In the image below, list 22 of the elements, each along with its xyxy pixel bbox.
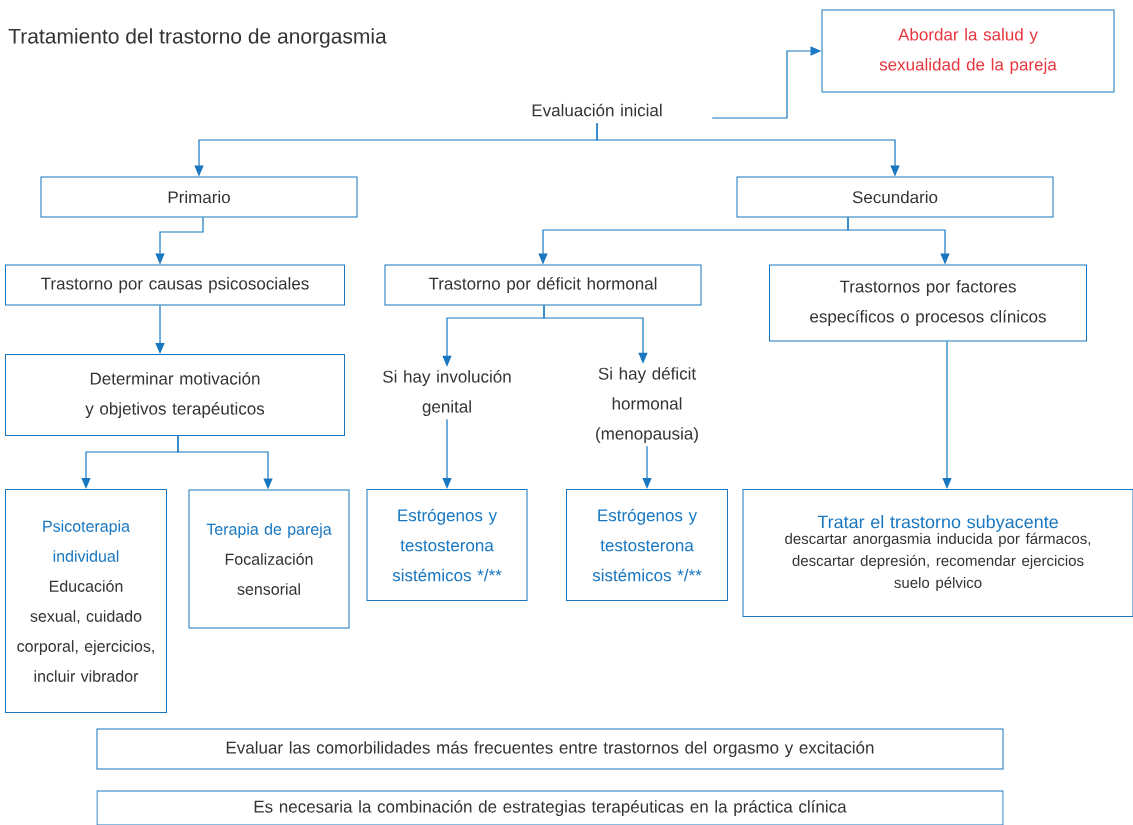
arrow bbox=[442, 418, 452, 489]
arrow bbox=[155, 304, 165, 354]
arrow bbox=[942, 340, 952, 489]
process-box: Determinar motivación y objetivos terapéuticos bbox=[5, 354, 345, 436]
process-box: Estrógenos y testosterona sistémicos */** bbox=[566, 489, 728, 601]
process-box: Secundario bbox=[736, 176, 1054, 218]
process-box: Estrógenos y testosterona sistémicos */** bbox=[366, 489, 528, 601]
flow-text: Si hay déficit hormonal (menopausia) bbox=[596, 367, 698, 444]
title: Tratamiento del trastorno de anorgasmia bbox=[8, 28, 387, 48]
process-box: Terapia de pareja Focalización sensorial bbox=[188, 489, 350, 629]
process-box: Tratar el trastorno subyacente descartar anorgasmia inducida por fármacos, descartar depresión, recomendar ejercicios suelo pélvico bbox=[742, 489, 1133, 617]
note-box: Evaluar las comorbilidades más frecuentes entre trastornos del orgasmo y excitación bbox=[96, 728, 1004, 770]
process-box: Abordar la salud y sexualidad de la pareja bbox=[821, 9, 1115, 93]
process-box: Psicoterapia individual Educación sexual, cuidado corporal, ejercicios, incluir vibrador bbox=[5, 489, 167, 713]
process-box: Trastorno por causas psicosociales bbox=[5, 264, 345, 306]
process-box: Trastorno por déficit hormonal bbox=[384, 264, 702, 306]
process-box: Primario bbox=[40, 176, 358, 218]
process-box: Trastornos por factores específicos o procesos clínicos bbox=[769, 264, 1087, 342]
flow-text: Evaluación inicial bbox=[532, 103, 662, 117]
note-box: Es necesaria la combinación de estrategias terapéuticas en la práctica clínica bbox=[96, 790, 1004, 825]
arrow bbox=[642, 445, 652, 489]
flow-text: Si hay involución genital bbox=[383, 370, 511, 417]
